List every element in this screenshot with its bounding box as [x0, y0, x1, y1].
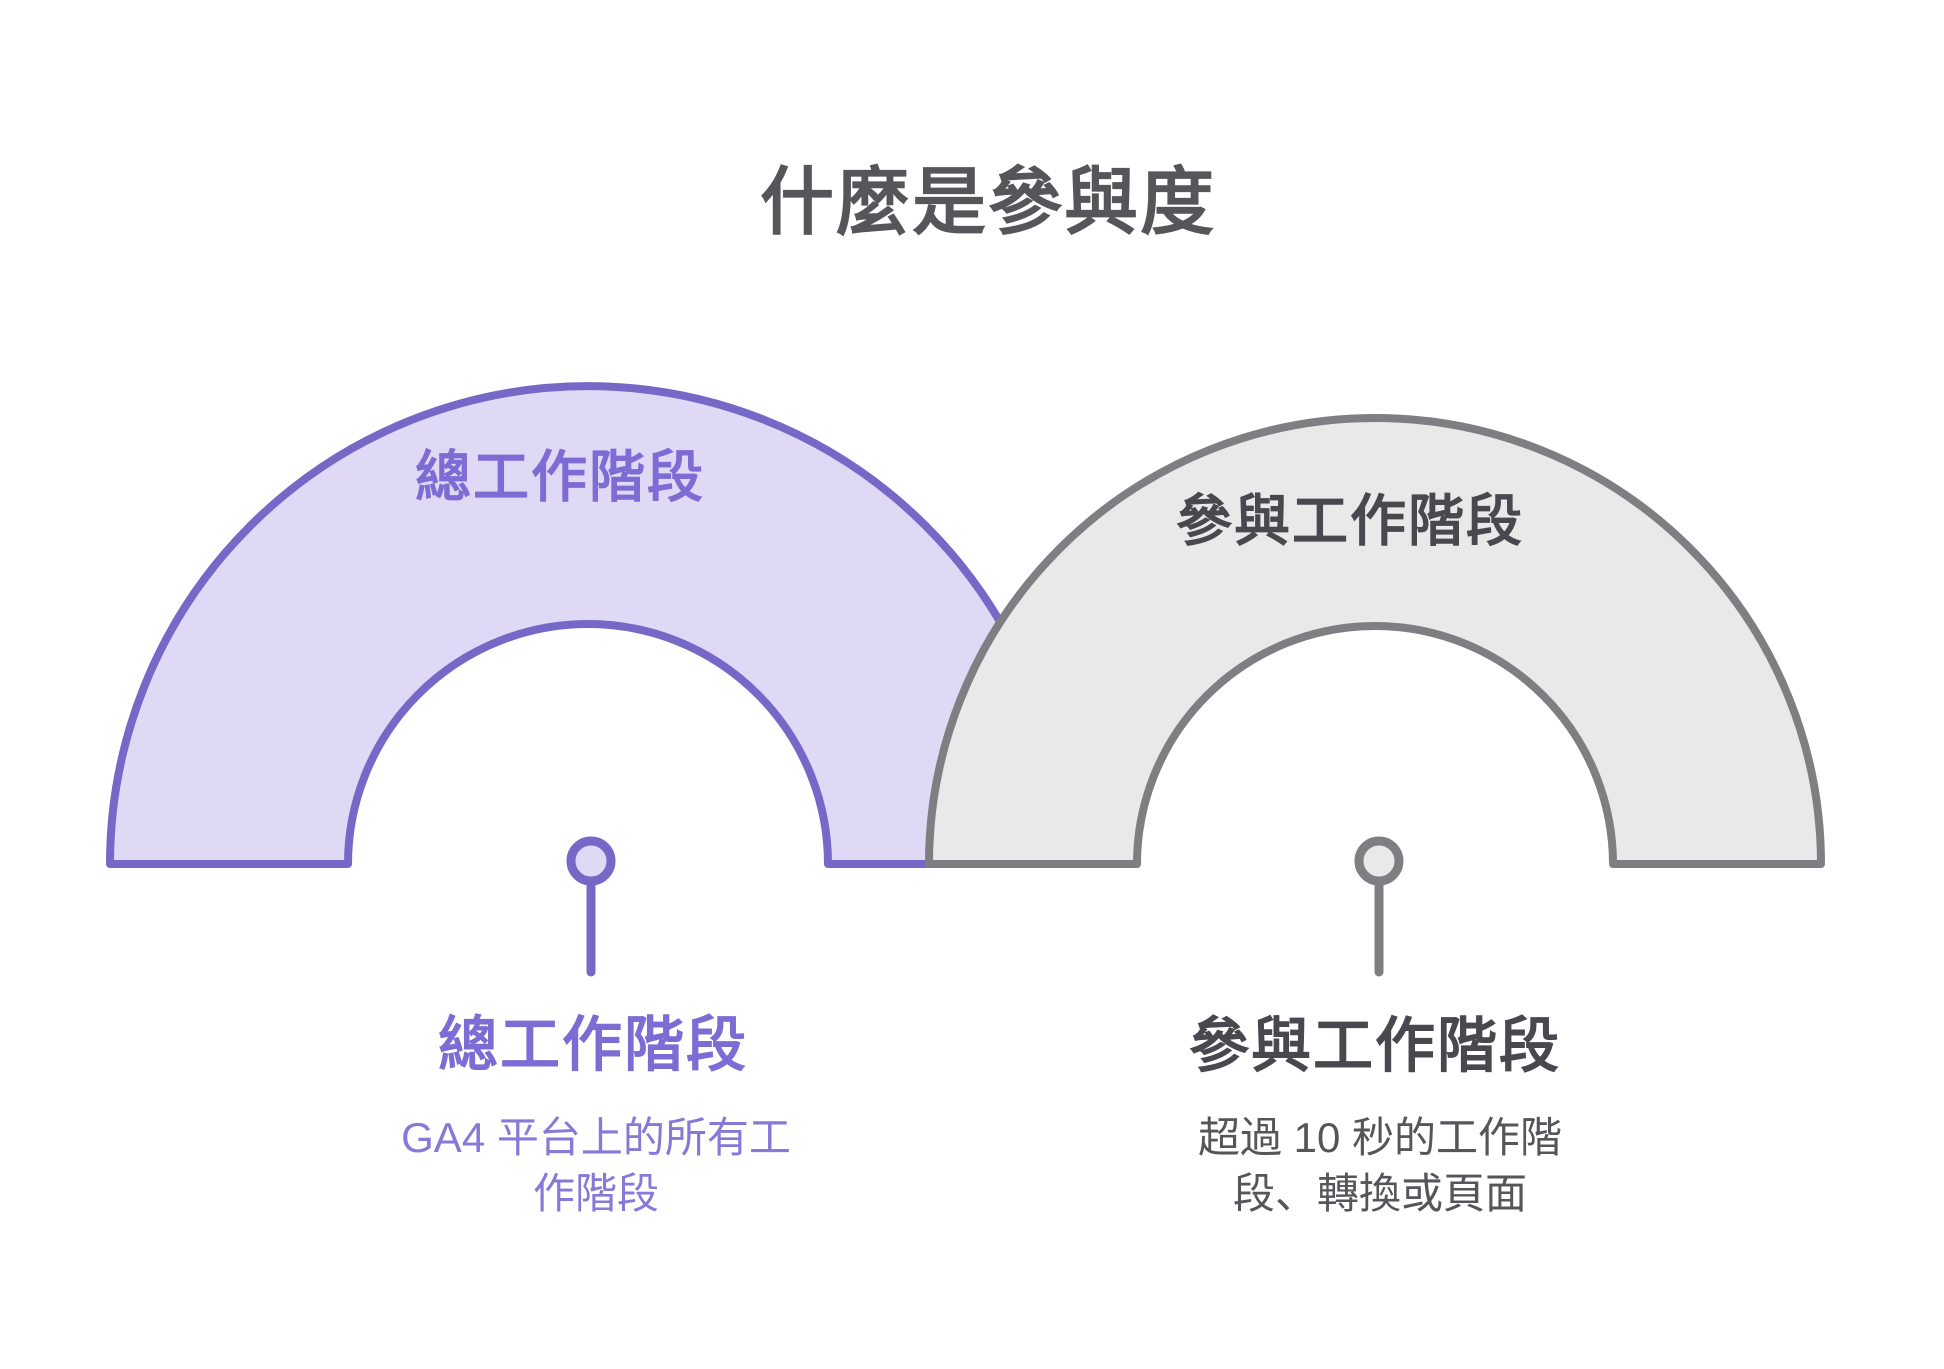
engaged-sessions-caption-title: 參與工作階段 [1189, 1012, 1561, 1080]
caption-line: 超過 10 秒的工作階 [1197, 1114, 1563, 1161]
pin-circle-icon [1354, 836, 1404, 886]
engaged-sessions-arc-label: 參與工作階段 [1176, 489, 1524, 553]
page-title: 什麼是參與度 [760, 160, 1216, 244]
total-sessions-arc-label: 總工作階段 [415, 445, 705, 509]
engaged-sessions-caption: 超過 10 秒的工作階 段、轉換或頁面 [1198, 1110, 1562, 1222]
engaged-sessions-arc [925, 414, 1825, 868]
caption-line: 段、轉換或頁面 [1232, 1170, 1527, 1217]
total-sessions-caption-title: 總工作階段 [438, 1011, 748, 1079]
total-sessions-pin [566, 836, 616, 977]
total-sessions-caption: GA4 平台上的所有工 作階段 [401, 1110, 791, 1222]
caption-line: 作階段 [532, 1170, 659, 1217]
pin-circle-icon [566, 836, 616, 886]
engaged-sessions-pin [1354, 836, 1404, 977]
caption-line: GA4 平台上的所有工 [401, 1114, 791, 1161]
